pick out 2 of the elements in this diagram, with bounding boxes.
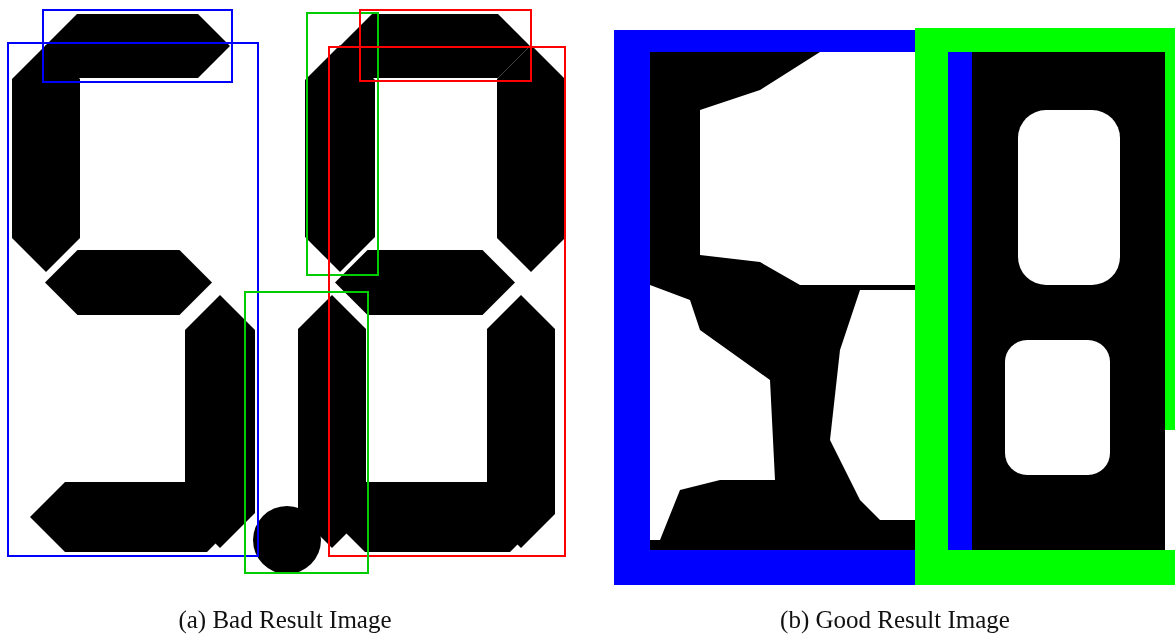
panel-caption: (a) Bad Result Image bbox=[178, 606, 392, 634]
panel-caption: (b) Good Result Image bbox=[780, 606, 1010, 634]
